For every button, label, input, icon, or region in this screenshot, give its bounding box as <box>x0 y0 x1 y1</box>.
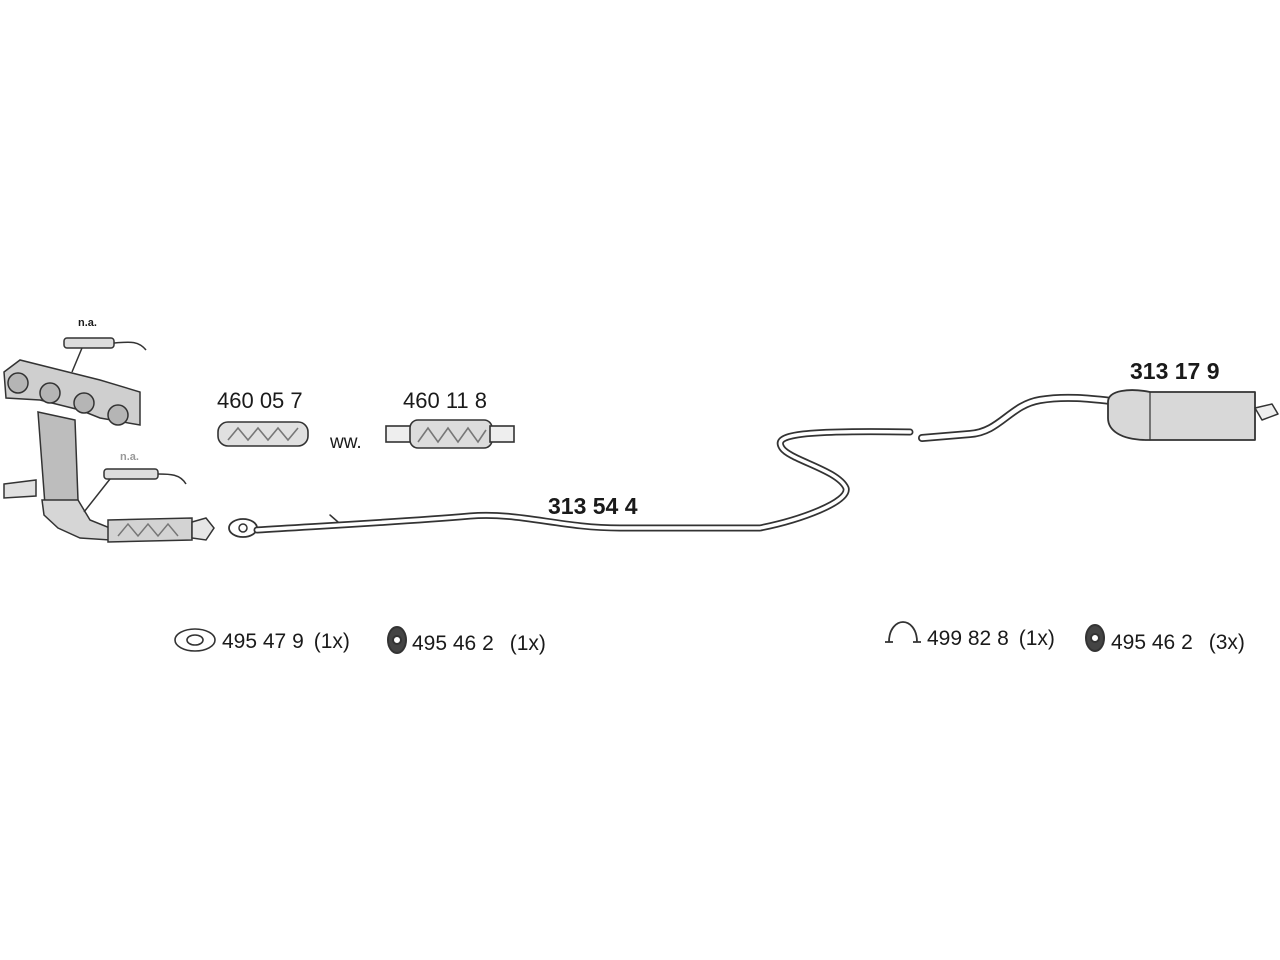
accessory-qty: (1x) <box>313 630 350 653</box>
accessory-item: 495 47 9 (1x) <box>222 630 350 654</box>
middle-pipe-313-54-4 <box>228 428 914 538</box>
accessory-qty: (1x) <box>1018 627 1055 650</box>
lambda-sensor-lower <box>83 468 187 513</box>
exhaust-manifold-catalyst <box>3 359 141 541</box>
accessory-code: 499 82 8 <box>927 627 1009 650</box>
part-label-460-05-7: 460 05 7 <box>217 388 303 413</box>
accessory-qty: (1x) <box>509 632 546 655</box>
accessory-code: 495 46 2 <box>412 632 494 655</box>
rear-silencer-313-17-9 <box>918 389 1279 442</box>
rubber-mount-icon <box>387 626 407 654</box>
front-flex-section <box>107 517 215 543</box>
accessory-qty: (3x) <box>1208 631 1245 654</box>
lambda-sensor-upper <box>63 337 147 373</box>
part-label-313-17-9: 313 17 9 <box>1130 358 1220 384</box>
part-label-313-54-4: 313 54 4 <box>548 493 638 519</box>
accessory-code: 495 47 9 <box>222 630 304 653</box>
accessory-item: 499 82 8 (1x) <box>927 627 1055 651</box>
gasket-ring-icon <box>174 628 216 652</box>
sensor-label-lower: n.a. <box>120 451 139 463</box>
accessory-item: 495 46 2 (1x) <box>412 632 546 656</box>
accessory-item: 495 46 2 (3x) <box>1111 631 1245 655</box>
accessory-code: 495 46 2 <box>1111 631 1193 654</box>
flex-pipe-460-11-8 <box>385 419 515 449</box>
rubber-mount-icon-rear <box>1085 624 1105 652</box>
sensor-label-upper: n.a. <box>78 317 97 329</box>
flex-pipe-460-05-7 <box>217 421 309 447</box>
part-label-460-11-8: 460 11 8 <box>403 388 488 413</box>
clamp-icon <box>885 621 921 643</box>
alternative-label: ww. <box>330 432 362 453</box>
